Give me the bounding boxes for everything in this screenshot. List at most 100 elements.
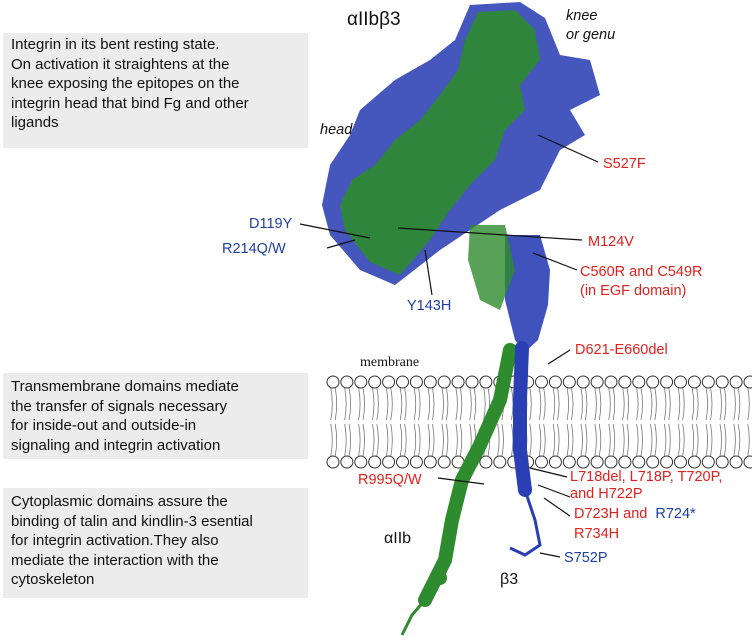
- lipid-head: [590, 455, 604, 469]
- diagram-title: αIIbβ3: [347, 9, 401, 30]
- mutation-d723h-red: D723H and: [574, 506, 647, 522]
- leader-s527f: [537, 134, 599, 163]
- note-line: Transmembrane domains mediate: [11, 378, 239, 395]
- note-line: the transfer of signals necessary: [11, 397, 227, 415]
- leader-m124v: [397, 227, 583, 241]
- lipid-tail: [455, 423, 458, 457]
- lipid-head: [715, 375, 729, 389]
- lipid-head: [423, 455, 437, 469]
- mutation-s527f: S527F: [603, 156, 646, 172]
- mutation-c560r-line1: C560R and C549R: [580, 264, 703, 280]
- lipid-head: [715, 455, 729, 469]
- note-line: Cytoplasmic domains assure the: [11, 493, 228, 510]
- lipid-tail: [334, 387, 338, 421]
- lipid-tail: [682, 387, 685, 421]
- lipid-tails: [330, 387, 752, 457]
- lipid-tail: [733, 387, 736, 421]
- leader-l718: [529, 467, 568, 478]
- alpha-tail: [400, 599, 427, 636]
- beta-tail: [509, 489, 542, 557]
- lipid-tail: [334, 423, 338, 457]
- lipid-tail: [640, 423, 643, 457]
- alpha-tm-helix: [418, 343, 517, 607]
- lipid-tail: [668, 387, 671, 421]
- leader-c560r: [532, 252, 578, 271]
- lipid-head: [409, 375, 423, 389]
- lipid-tail: [710, 387, 713, 421]
- lipid-tail: [650, 423, 653, 457]
- lipid-tail: [696, 423, 699, 457]
- lipid-head: [535, 455, 548, 469]
- lipid-tail: [705, 387, 708, 421]
- lipid-head: [437, 375, 451, 389]
- lipid-head: [604, 455, 618, 469]
- lipid-head: [354, 455, 368, 469]
- lipid-tail: [376, 423, 379, 457]
- lipid-head: [562, 455, 576, 469]
- lipid-tail: [348, 423, 351, 457]
- mutation-r734h: R734H: [574, 526, 619, 542]
- lipid-tail: [580, 423, 583, 457]
- lipid-tail: [372, 423, 375, 457]
- leader-r214: [326, 239, 356, 249]
- lipid-tail: [483, 387, 486, 421]
- lipid-tail: [608, 423, 611, 457]
- lipid-tail: [557, 423, 560, 457]
- lipid-tail: [710, 423, 713, 457]
- lipid-tail: [580, 387, 583, 421]
- lipid-head: [701, 455, 715, 469]
- lipid-tail: [358, 423, 361, 457]
- lipid-tail: [511, 387, 514, 421]
- note-line: Integrin in its bent resting state.: [11, 36, 220, 53]
- lipid-tail: [626, 423, 629, 457]
- lipid-tail: [446, 423, 449, 457]
- lipid-tail: [650, 387, 653, 421]
- note-line: for inside-out and outside-in: [11, 417, 197, 434]
- lipid-tail: [386, 423, 389, 457]
- mutation-l718-line2: and H722P: [570, 486, 643, 502]
- lipid-tail: [585, 423, 588, 457]
- lipid-head: [437, 455, 451, 469]
- lipid-tail: [598, 423, 602, 457]
- lipid-tail: [636, 387, 639, 421]
- lipid-head: [340, 455, 354, 469]
- lipid-tail: [571, 387, 574, 421]
- lipid-tail: [344, 423, 347, 457]
- lipid-tail: [557, 387, 560, 421]
- lipid-tail: [427, 387, 430, 421]
- lipid-head: [562, 375, 576, 389]
- lipid-head: [382, 455, 396, 469]
- lipid-tail: [594, 423, 597, 457]
- lipid-tail: [497, 423, 500, 457]
- leader-s752p: [539, 552, 561, 558]
- lipid-tail: [538, 387, 542, 421]
- lipid-tail: [399, 387, 403, 421]
- lipid-tail: [390, 387, 393, 421]
- lipid-head: [646, 375, 660, 389]
- lipid-head: [576, 375, 590, 389]
- mutation-r724-blue: R724*: [655, 506, 696, 522]
- lipid-head: [465, 375, 479, 389]
- lipid-head: [368, 455, 382, 469]
- lipid-head: [326, 455, 340, 469]
- lipid-head: [618, 375, 632, 389]
- lipid-head: [632, 375, 646, 389]
- lipid-heads-bottom: [326, 455, 752, 469]
- lipid-tail: [330, 387, 333, 421]
- leader-d119y: [299, 223, 371, 239]
- lipid-tail: [538, 423, 542, 457]
- note-bent-state: Integrin in its bent resting state. On a…: [3, 33, 308, 148]
- lipid-tail: [362, 387, 365, 421]
- lipid-tail: [427, 423, 430, 457]
- lipid-tail: [594, 387, 597, 421]
- label-alpha-chain: αIIb: [384, 530, 411, 547]
- lipid-tail: [622, 423, 625, 457]
- lipid-head: [674, 455, 687, 469]
- lipid-head: [674, 375, 687, 389]
- lipid-head: [382, 375, 396, 389]
- lipid-tail: [612, 423, 616, 457]
- lipid-tail: [737, 423, 741, 457]
- lipid-tail: [413, 423, 417, 457]
- lipid-head: [396, 375, 409, 389]
- lipid-tail: [441, 423, 444, 457]
